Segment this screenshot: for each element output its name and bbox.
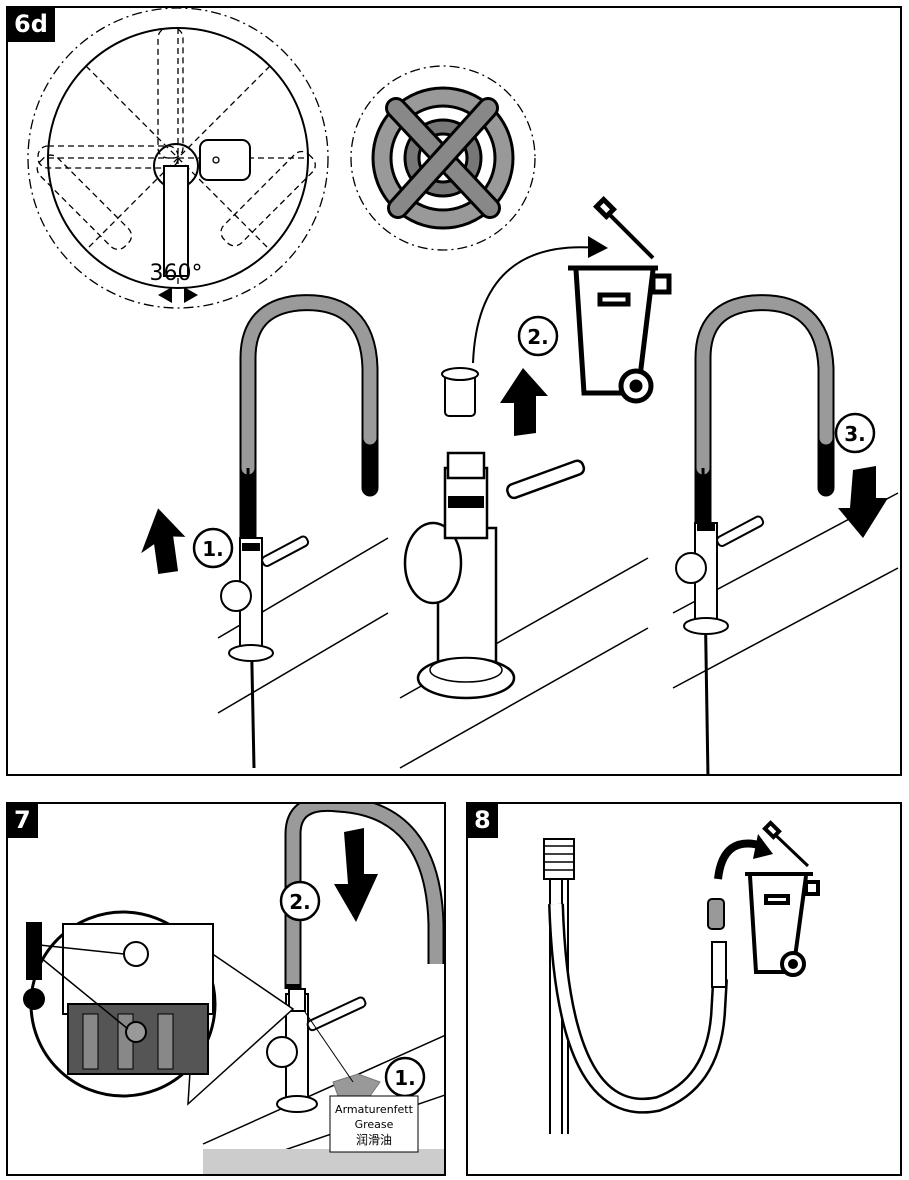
panel-tag: 6d xyxy=(8,8,55,42)
arrow-up-icon xyxy=(141,508,186,574)
rotation-circle-icon xyxy=(27,8,329,309)
rotation-label: 360° xyxy=(150,261,203,286)
arrow-down-icon xyxy=(334,828,378,922)
panel-8: 8 xyxy=(466,802,902,1176)
step-2-label: 2. xyxy=(289,890,311,914)
arrow-up-icon xyxy=(500,368,548,436)
faucet-3 xyxy=(675,294,835,774)
faucet-2 xyxy=(403,451,586,700)
panel-7-illustration: 2. 1. Armaturenfett Grease 润滑油 xyxy=(23,804,444,1174)
grease-label-de: Armaturenfett xyxy=(335,1103,414,1116)
warning-exclamation-icon xyxy=(23,922,45,1010)
panel-tag: 7 xyxy=(8,804,38,838)
recycle-bin-icon xyxy=(745,820,820,977)
recycle-bin-icon xyxy=(568,195,672,404)
arrow-down-icon xyxy=(838,466,888,538)
grease-label-zh: 润滑油 xyxy=(356,1133,392,1147)
rotation-arrows-icon xyxy=(158,287,198,303)
panel-6d: 6d 360° xyxy=(6,6,902,776)
filter-cartridge xyxy=(441,367,479,417)
panel-8-illustration xyxy=(543,820,820,1134)
faucet xyxy=(266,988,367,1113)
panel-7: 7 2. 1. Armaturenfett Grease 润滑 xyxy=(6,802,446,1176)
grease-label-en: Grease xyxy=(355,1118,394,1131)
step-1-label: 1. xyxy=(394,1066,416,1090)
step-1-label: 1. xyxy=(202,537,224,561)
step-2-label: 2. xyxy=(527,325,549,349)
faucet-1 xyxy=(220,294,379,769)
panel-6d-illustration: 360° xyxy=(27,8,899,774)
step-3-label: 3. xyxy=(844,422,866,446)
zoom-detail xyxy=(29,910,217,1098)
panel-tag: 8 xyxy=(468,804,498,838)
worktop-lines xyxy=(217,492,899,769)
thread-stub xyxy=(543,838,575,1134)
no-cross-icon xyxy=(350,65,536,251)
